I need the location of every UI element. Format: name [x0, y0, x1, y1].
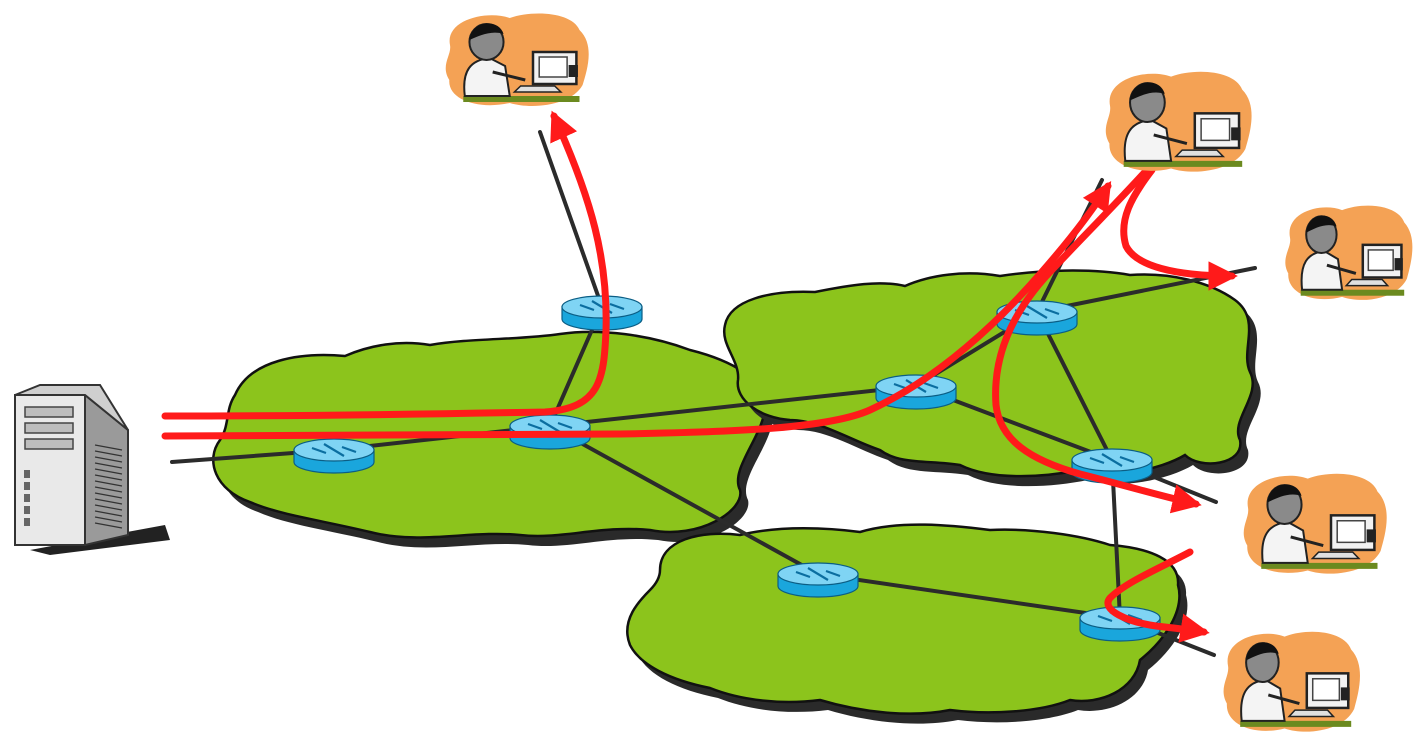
server-icon	[15, 385, 170, 555]
user-lower-right-icon	[1244, 474, 1387, 574]
multicast-flow-to-right-user	[1124, 170, 1232, 276]
router-left-icon	[294, 439, 374, 473]
network-clouds	[213, 271, 1260, 724]
user-bottom-right-icon	[1224, 632, 1360, 732]
router-lower-middle-icon	[778, 563, 858, 597]
user-top-icon	[446, 14, 589, 106]
router-top-icon	[562, 296, 642, 330]
network-cloud-left	[213, 332, 773, 548]
network-cloud-upper-right	[724, 271, 1261, 487]
network-cloud-upper-right-shape	[724, 271, 1253, 477]
user-upper-right-icon	[1106, 72, 1252, 172]
user-right-icon	[1285, 206, 1412, 300]
